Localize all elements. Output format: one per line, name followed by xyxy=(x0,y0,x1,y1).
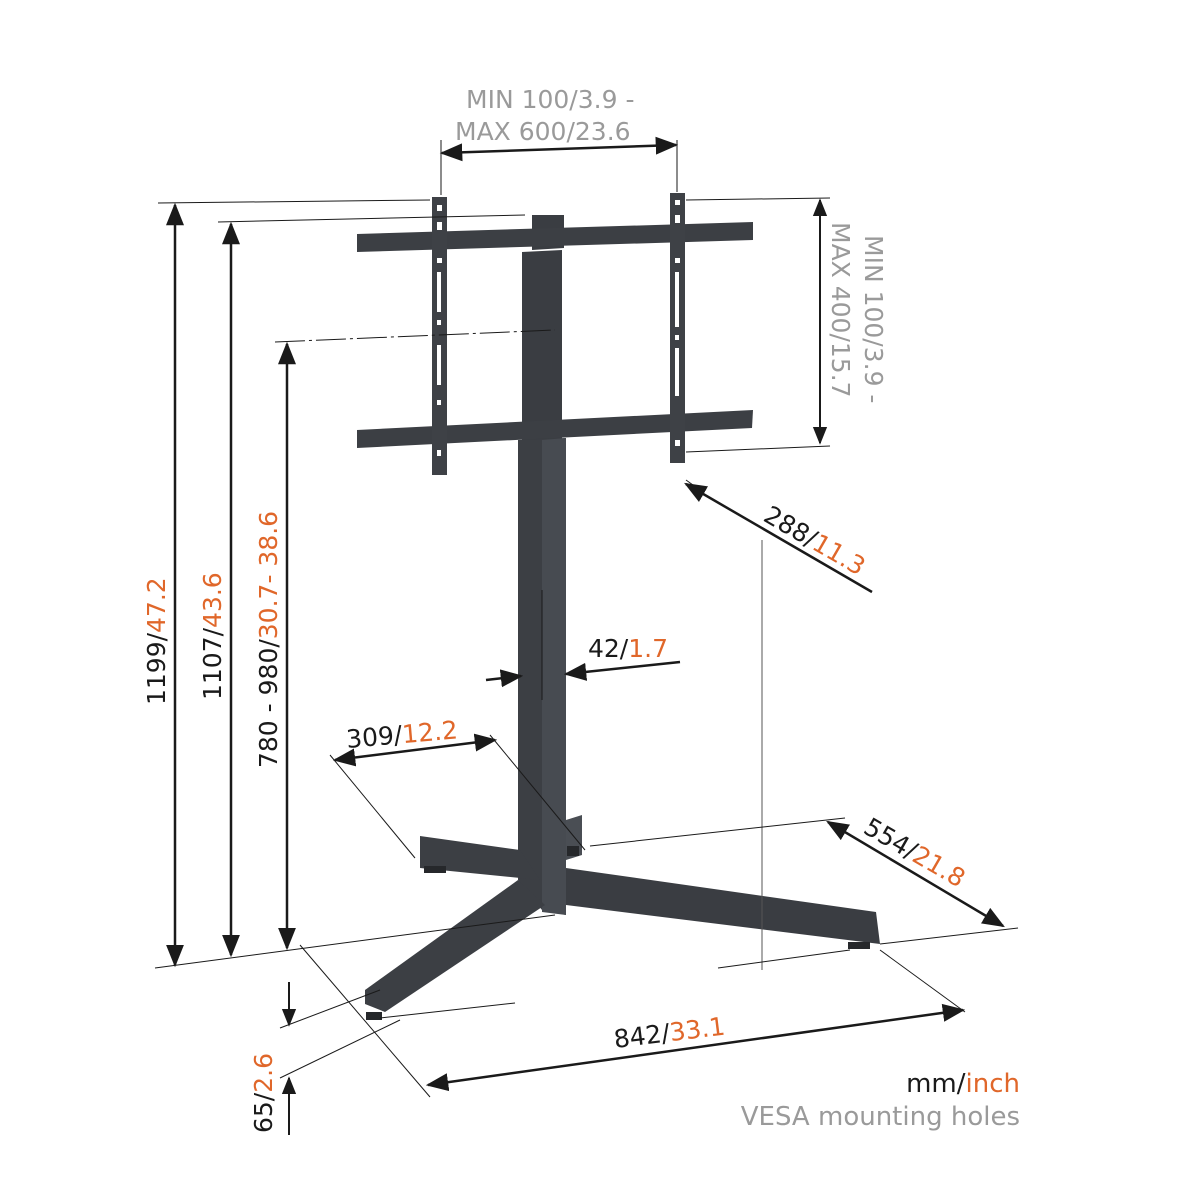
foot-side-label: 554/21.8 xyxy=(859,812,970,893)
legend: mm/inch VESA mounting holes xyxy=(741,1068,1020,1134)
column-upper xyxy=(522,250,562,442)
vesa-height-label-2: MAX 400/15.7 xyxy=(826,222,855,398)
tv-stand xyxy=(357,193,880,1020)
bracket-left xyxy=(432,197,447,475)
foot-rear-left xyxy=(420,836,540,880)
vesa-width-label-2: MAX 600/23.6 xyxy=(455,117,631,146)
vesa-width-label-1: MIN 100/3.9 - xyxy=(466,85,634,114)
dimension-lines xyxy=(154,136,1019,1135)
wall-distance-label: 288/11.3 xyxy=(759,500,870,581)
crossbar-bottom xyxy=(357,410,753,448)
foot-front xyxy=(365,880,545,1012)
center-height-label: 780 - 980/30.7- 38.6 xyxy=(254,511,283,768)
top-height-label: 1107/43.6 xyxy=(198,572,227,700)
vesa-note: VESA mounting holes xyxy=(740,1102,1020,1132)
vesa-height-label-1: MIN 100/3.9 - xyxy=(859,235,888,403)
total-height-label: 1199/47.2 xyxy=(142,577,171,705)
base-width-label: 842/33.1 xyxy=(612,1012,727,1054)
foot-height-label: 65/2.6 xyxy=(249,1053,278,1133)
bracket-right xyxy=(670,193,685,463)
column-width-label: 42/1.7 xyxy=(588,634,668,663)
units-label: mm/inch xyxy=(906,1069,1020,1099)
column-lower-side xyxy=(542,438,566,915)
foot-rear-label: 309/12.2 xyxy=(345,715,459,754)
foot-right xyxy=(566,868,880,944)
crossbar-top xyxy=(357,222,753,252)
